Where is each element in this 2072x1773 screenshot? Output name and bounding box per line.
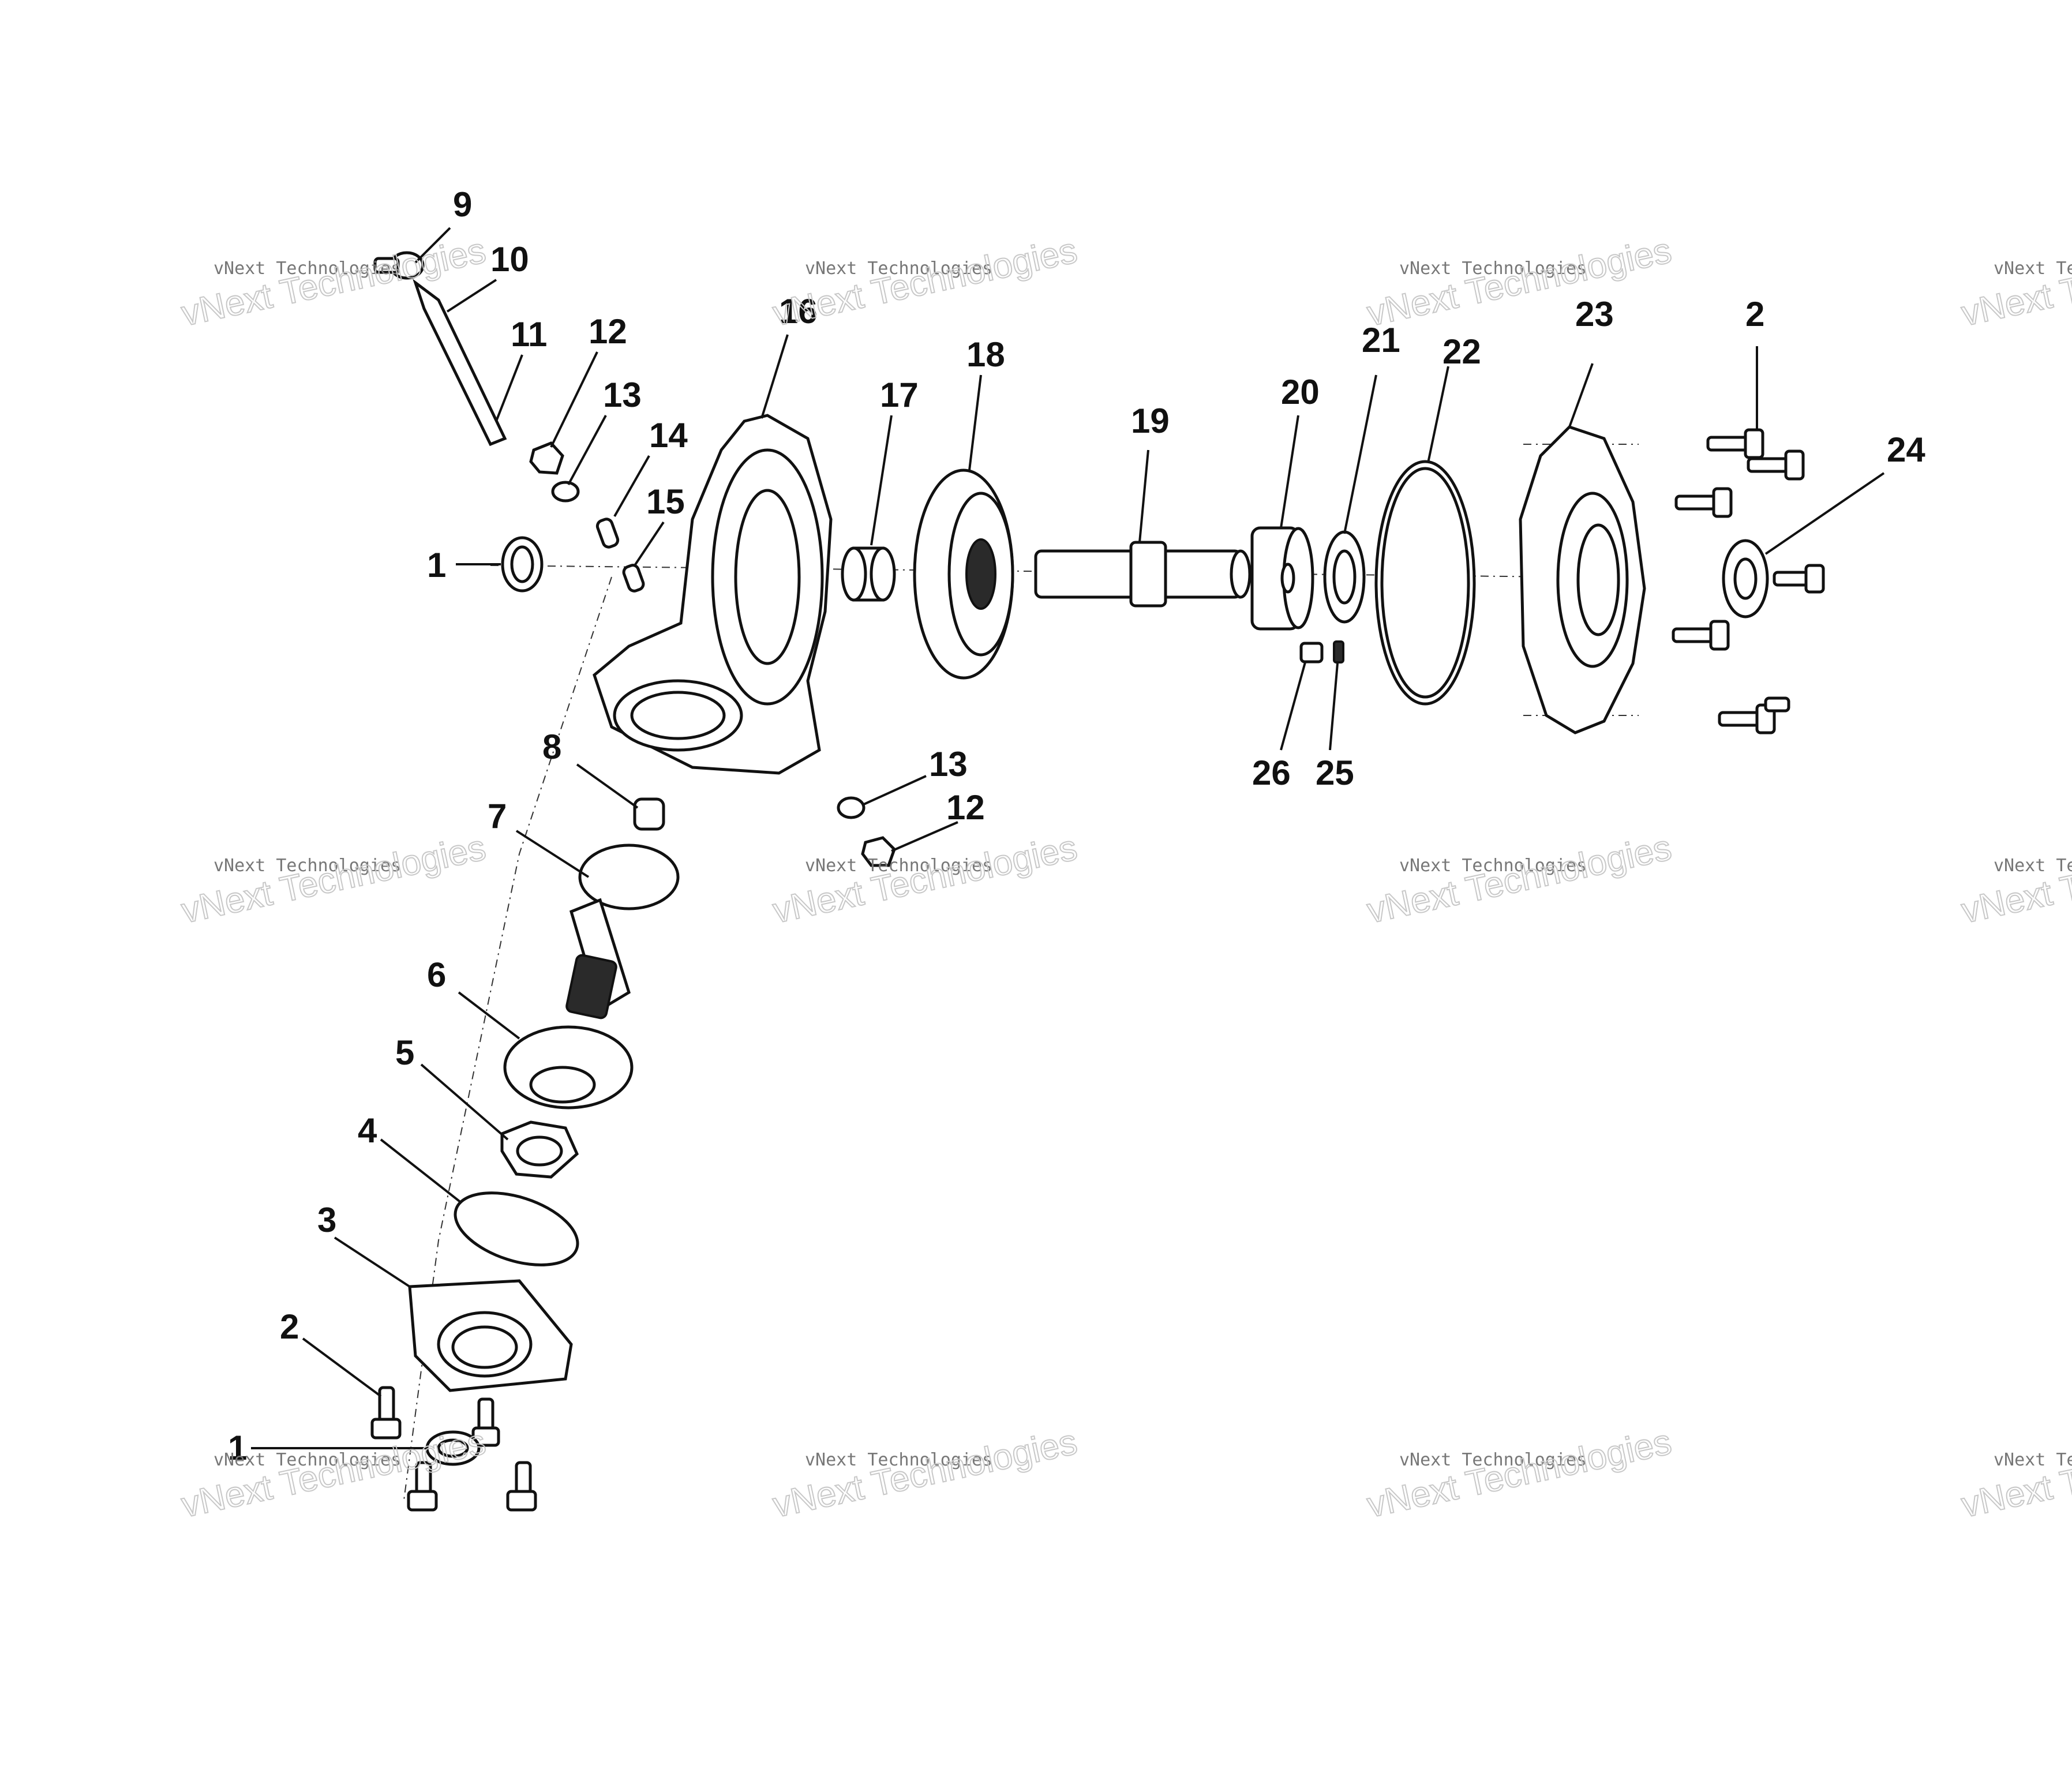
part-16-gearcase-housing <box>593 414 833 775</box>
callout-1: 1 <box>427 546 446 584</box>
svg-text:vNext Technologies: vNext Technologies <box>213 1450 401 1470</box>
leader-lines <box>251 227 1885 1449</box>
part-15-pin <box>622 564 645 593</box>
part-26-plug <box>1299 642 1324 664</box>
svg-text:vNext Technologies: vNext Technologies <box>1994 1450 2072 1470</box>
callout-16: 16 <box>779 292 818 331</box>
svg-text:vNext Technologies: vNext Technologies <box>770 231 1081 334</box>
svg-text:vNext Technologies: vNext Technologies <box>1399 1450 1587 1470</box>
callout-11: 11 <box>511 315 547 354</box>
callout-3: 3 <box>317 1201 336 1239</box>
part-17-bushing <box>841 546 896 602</box>
part-25-washer <box>1333 640 1344 664</box>
callout-9: 9 <box>453 185 472 224</box>
svg-text:vNext Technologies: vNext Technologies <box>1399 856 1587 876</box>
svg-text:vNext Technologies: vNext Technologies <box>178 1422 489 1525</box>
part-1-seal-top <box>501 536 544 593</box>
svg-text:vNext Technologies: vNext Technologies <box>1958 828 2072 931</box>
part-22-o-ring <box>1374 460 1476 706</box>
part-23-cover <box>1519 425 1646 734</box>
svg-text:vNext Technologies: vNext Technologies <box>1994 258 2072 279</box>
callout-12-lower: 12 <box>946 788 985 827</box>
part-18-ring-gear <box>913 468 1014 680</box>
callout-24: 24 <box>1887 430 1925 469</box>
part-6-bearing <box>503 1025 634 1109</box>
part-14-pin <box>595 518 620 549</box>
part-9-banjo-fitting <box>373 251 425 280</box>
part-13-washer-lower <box>837 796 865 819</box>
callout-14: 14 <box>649 416 688 455</box>
part-12-plug-lower <box>861 836 896 867</box>
svg-text:vNext Technologies: vNext Technologies <box>1399 258 1587 279</box>
part-7-pinion-gear <box>565 844 680 1019</box>
part-1-seal-lower <box>425 1430 481 1466</box>
callout-21: 21 <box>1362 321 1400 359</box>
part-10-breather-hose <box>413 279 507 447</box>
callout-17: 17 <box>880 376 919 414</box>
callout-22: 22 <box>1442 332 1481 371</box>
svg-text:vNext Technologies: vNext Technologies <box>213 856 401 876</box>
callout-10: 10 <box>490 240 529 279</box>
part-5-nut <box>500 1120 579 1179</box>
callout-13-lower: 13 <box>929 745 968 784</box>
callout-1-lower: 1 <box>228 1429 247 1467</box>
svg-text:vNext Technologies: vNext Technologies <box>805 1450 992 1470</box>
part-13-washer-top <box>551 481 580 503</box>
callout-2-lower: 2 <box>280 1307 299 1346</box>
callout-4: 4 <box>358 1111 377 1150</box>
callouts: 9 10 11 12 13 14 15 1 16 17 18 19 20 21 … <box>228 185 1925 1467</box>
callout-12: 12 <box>589 312 627 351</box>
part-12-plug-top <box>529 441 564 475</box>
callout-5: 5 <box>395 1033 414 1072</box>
svg-text:vNext Technologies: vNext Technologies <box>805 258 992 279</box>
svg-text:vNext Technologies: vNext Technologies <box>1958 1422 2072 1525</box>
callout-2-right: 2 <box>1745 295 1764 333</box>
part-21-shim <box>1323 530 1366 624</box>
svg-text:vNext Technologies: vNext Technologies <box>1958 231 2072 334</box>
callout-23: 23 <box>1575 295 1614 333</box>
svg-text:vNext Technologies: vNext Technologies <box>805 856 992 876</box>
callout-18: 18 <box>966 335 1005 374</box>
callout-25: 25 <box>1316 754 1354 792</box>
part-8-bushing <box>633 797 665 831</box>
callout-7: 7 <box>488 797 507 835</box>
svg-text:vNext Technologies: vNext Technologies <box>178 828 489 931</box>
part-3-bearing-cap <box>408 1279 573 1392</box>
callout-26: 26 <box>1252 754 1291 792</box>
part-2-bolts-lower <box>370 1386 537 1512</box>
part-20-bearing <box>1250 526 1314 631</box>
callout-13: 13 <box>603 376 642 414</box>
part-24-seal <box>1722 539 1825 619</box>
callout-6: 6 <box>427 955 446 994</box>
part-2-bolts-right <box>1672 428 1805 734</box>
svg-text:vNext Technologies: vNext Technologies <box>1364 828 1675 931</box>
part-4-o-ring <box>454 1191 579 1266</box>
svg-text:vNext Technologies: vNext Technologies <box>770 1422 1081 1525</box>
svg-text:vNext Technologies: vNext Technologies <box>1994 856 2072 876</box>
part-19-output-shaft <box>1034 541 1252 608</box>
svg-text:vNext Technologies: vNext Technologies <box>1364 1422 1675 1525</box>
callout-19: 19 <box>1131 402 1170 440</box>
callout-15: 15 <box>646 482 685 521</box>
svg-text:vNext Technologies: vNext Technologies <box>213 258 401 279</box>
svg-text:vNext Technologies: vNext Technologies <box>770 828 1081 931</box>
callout-8: 8 <box>542 728 561 766</box>
svg-text:vNext Technologies: vNext Technologies <box>1364 231 1675 334</box>
callout-20: 20 <box>1281 373 1320 411</box>
